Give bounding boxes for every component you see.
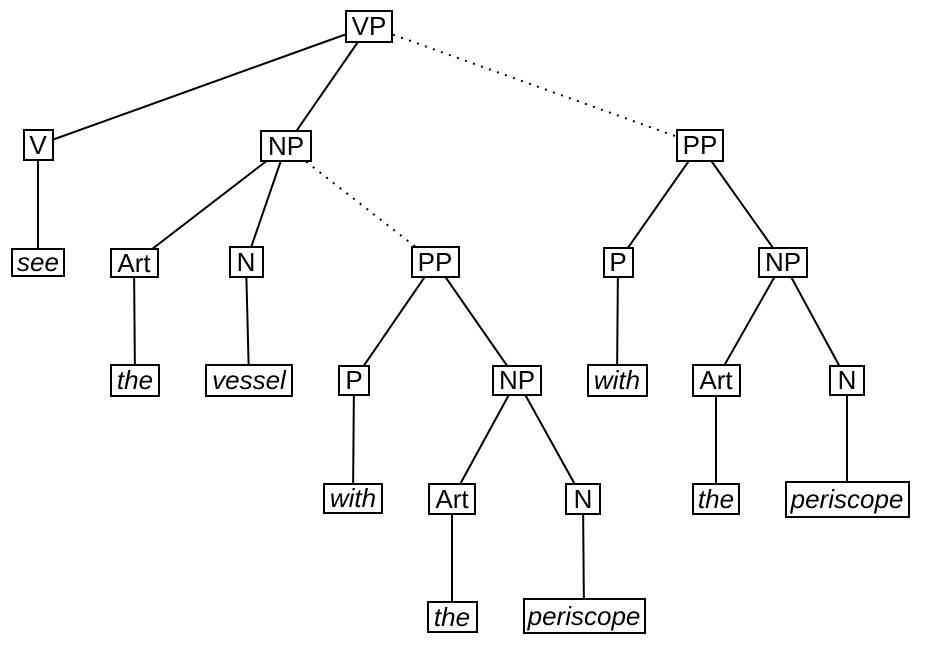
node-with1-word: with	[323, 482, 383, 514]
edge-vp-pp2-alt-attachment	[368, 25, 701, 146]
edge-vp-v	[37, 25, 370, 146]
node-with2-word: with	[586, 363, 648, 397]
node-n2-label: N	[565, 483, 601, 515]
edge-pp2-p2	[617, 144, 701, 263]
edge-p1-with1	[352, 379, 355, 499]
edge-pp1-np2	[434, 261, 518, 381]
node-p1-label: P	[338, 364, 370, 396]
node-art2-label: Art	[428, 483, 476, 515]
node-the3-word: the	[692, 483, 740, 515]
node-vessel-word: vessel	[205, 363, 293, 397]
node-p2-label: P	[602, 246, 634, 278]
node-art1-label: Art	[109, 248, 159, 278]
node-np2-label: NP	[492, 364, 542, 396]
node-n1-label: N	[228, 246, 264, 278]
edge-pp2-np3	[699, 144, 784, 263]
node-v-label: V	[22, 129, 54, 161]
node-the2-word: the	[426, 601, 478, 633]
node-periscope1-word: periscope	[522, 598, 646, 634]
edge-np1-n1	[245, 145, 287, 263]
edge-np2-n2	[516, 379, 584, 500]
edge-np1-pp1-alt-attachment	[285, 145, 436, 263]
edge-pp1-p1	[353, 261, 436, 381]
edge-np3-art3	[715, 261, 784, 381]
node-pp1-label: PP	[410, 246, 460, 278]
edge-np1-art1	[133, 145, 287, 264]
edge-p2-with2	[616, 261, 619, 381]
node-the1-word: the	[110, 363, 160, 397]
edge-n2-periscope1	[582, 498, 585, 617]
edge-art1-the1	[133, 262, 136, 381]
node-pp2-label: PP	[676, 128, 724, 162]
node-art3-label: Art	[691, 363, 741, 397]
edge-vp-np1	[285, 25, 370, 147]
edge-np2-art2	[451, 379, 518, 500]
edge-n1-vessel	[245, 261, 250, 381]
node-np1-label: NP	[260, 130, 312, 162]
edge-np3-n3	[782, 261, 848, 381]
node-n3-label: N	[829, 364, 865, 396]
node-np3-label: NP	[758, 246, 808, 278]
node-periscope2-word: periscope	[784, 480, 910, 518]
node-vp-label: VP	[345, 9, 393, 43]
node-see-word: see	[11, 247, 65, 277]
